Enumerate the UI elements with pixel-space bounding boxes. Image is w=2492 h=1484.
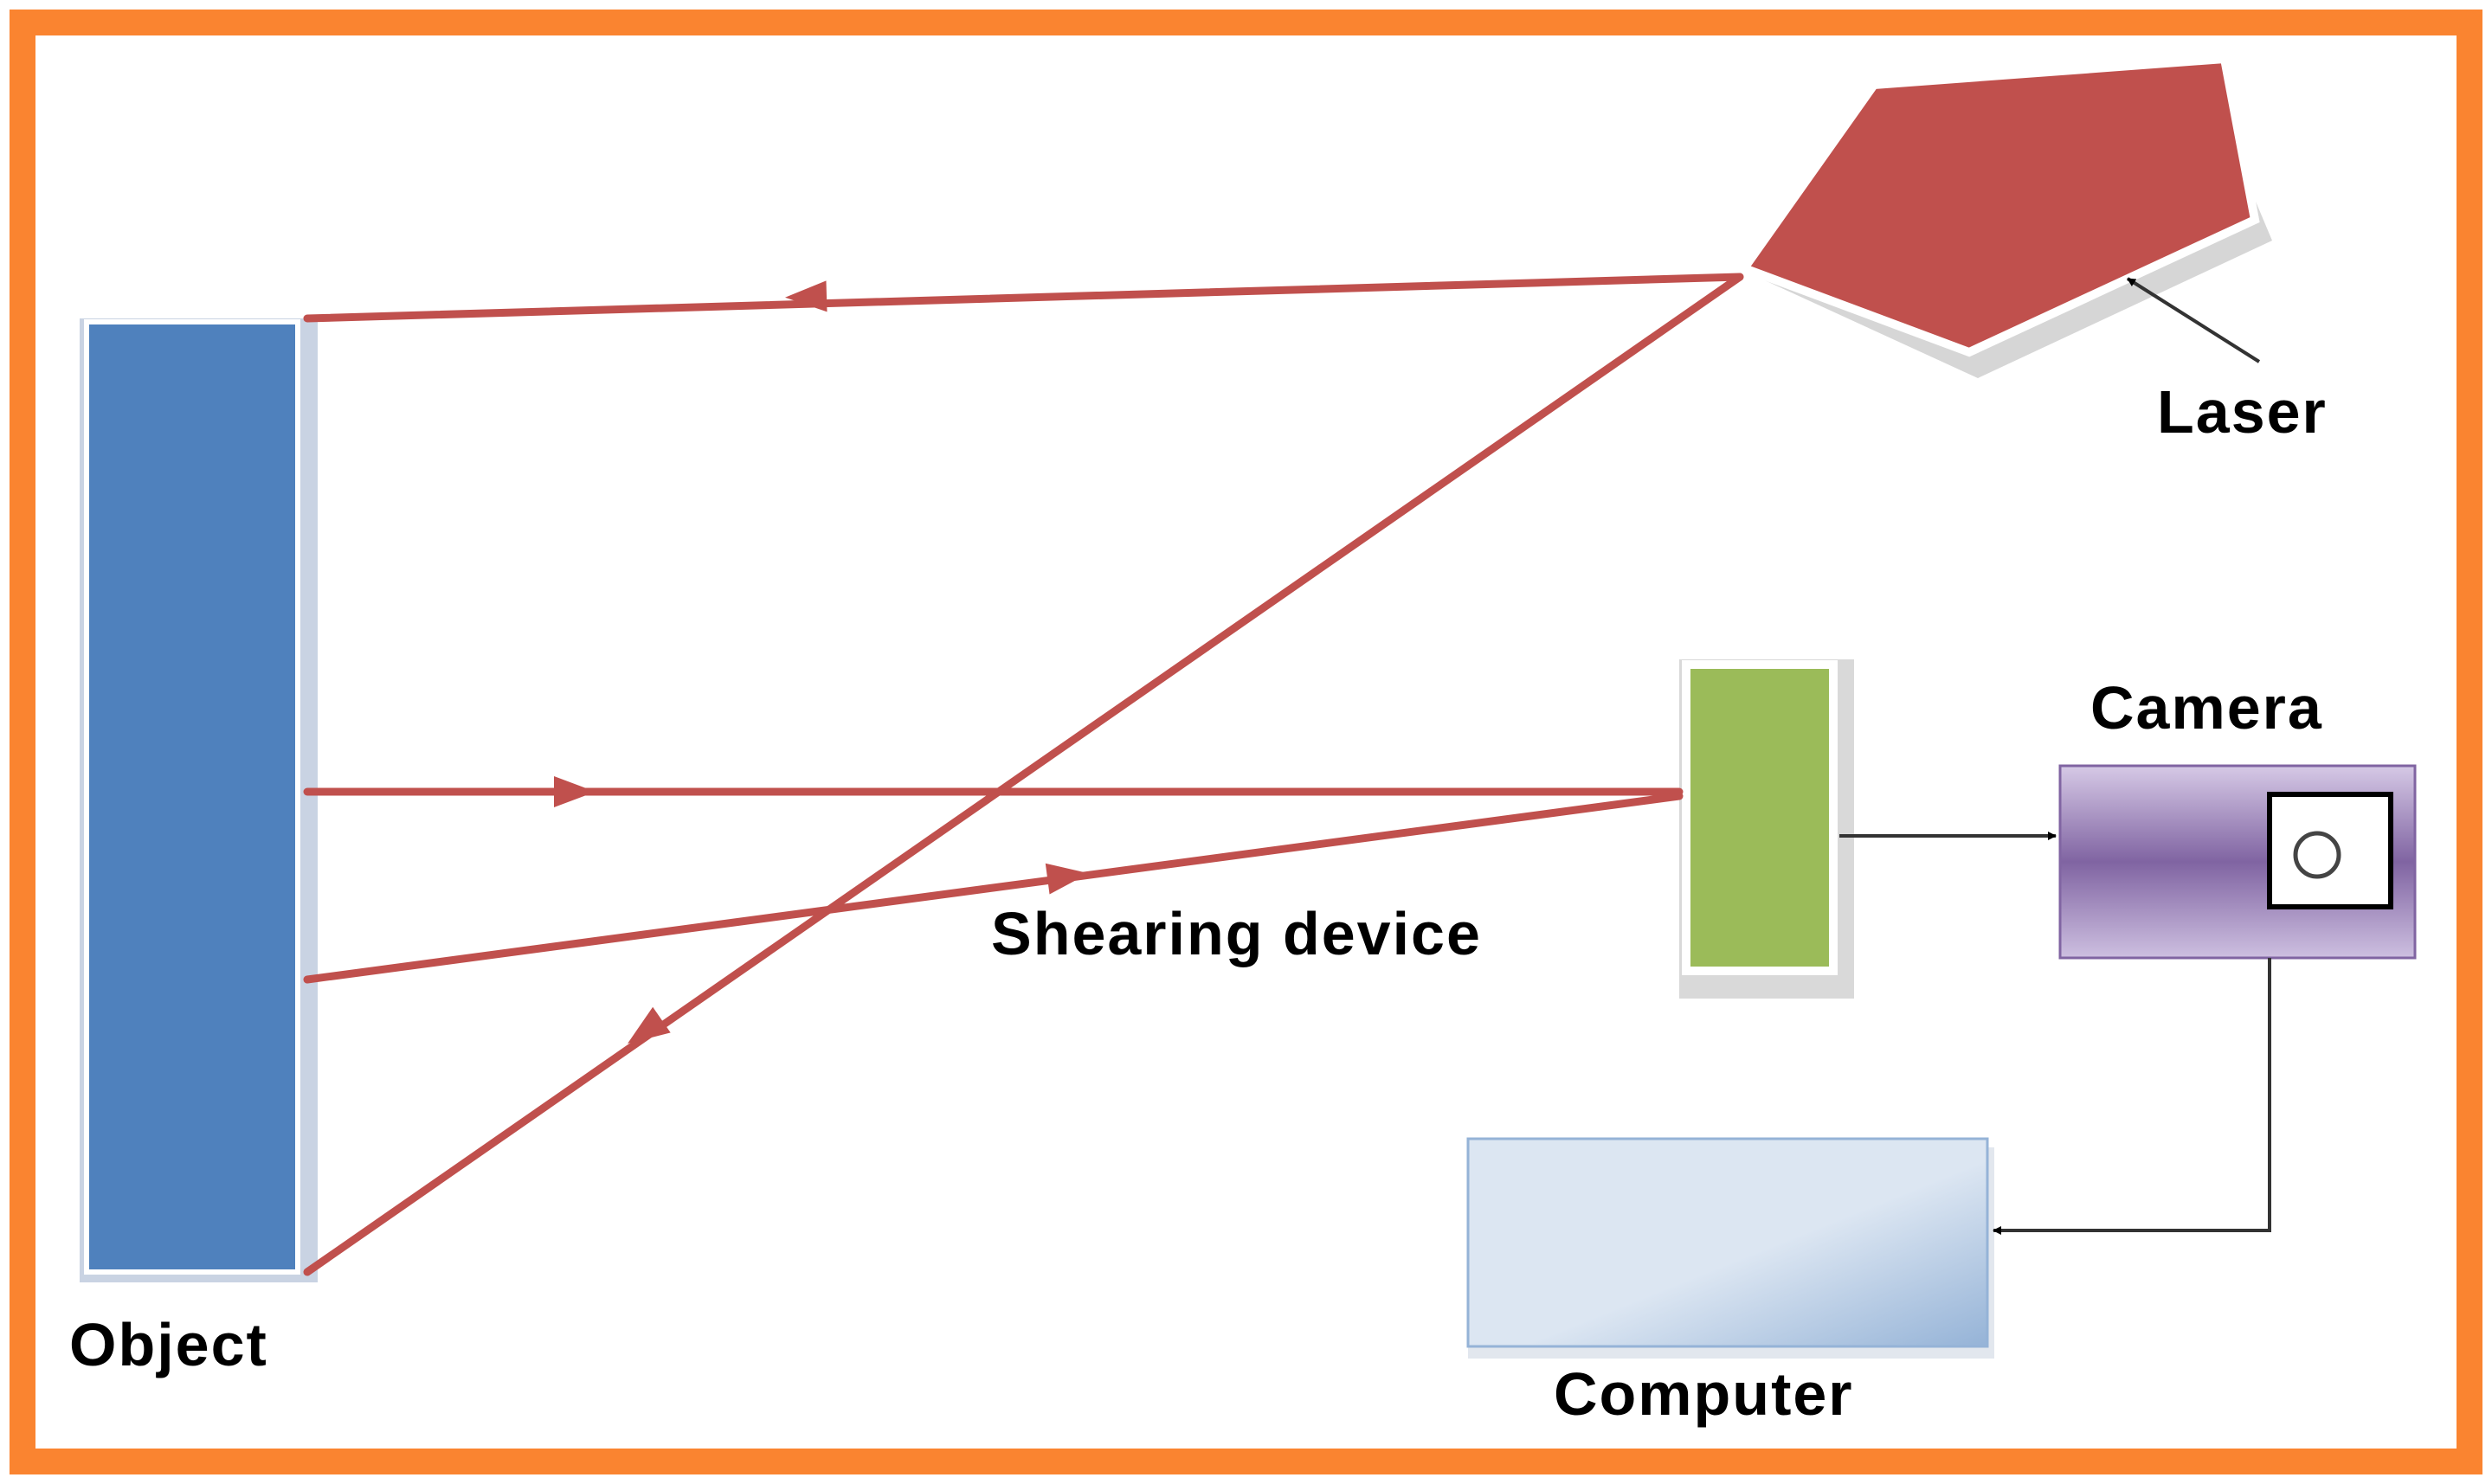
lens-icon [2293,831,2341,879]
arrow-down-left-icon [628,1006,671,1044]
computer [1466,1137,1994,1359]
object [80,318,318,1282]
beam-object-to-shearing-lower [303,792,1684,984]
object-panel [84,319,300,1275]
beam-laser-to-object-top [303,273,1744,323]
camera [2058,764,2417,960]
shearing-device-label: Shearing device [991,900,1482,967]
arrow-right-icon [554,776,596,807]
object-label: Object [69,1311,268,1378]
laser-label: Laser [2157,378,2328,446]
camera-label: Camera [2090,674,2323,742]
laser-pointer-line [2126,277,2261,363]
beam-laser-to-object-bottom [303,273,1744,1276]
arrow-left-icon [785,280,827,312]
shearing-device-body [1682,660,1838,975]
computer-label: Computer [1554,1360,1854,1428]
connector-camera-to-computer [1993,958,2271,1235]
beam-direction-arrows [554,280,1089,1044]
laser-beams [303,273,1744,1276]
shearing-device [1679,659,1854,999]
arrow-right-icon [1045,863,1089,895]
signal-connectors [1839,277,2271,1235]
computer-body [1466,1137,1989,1348]
